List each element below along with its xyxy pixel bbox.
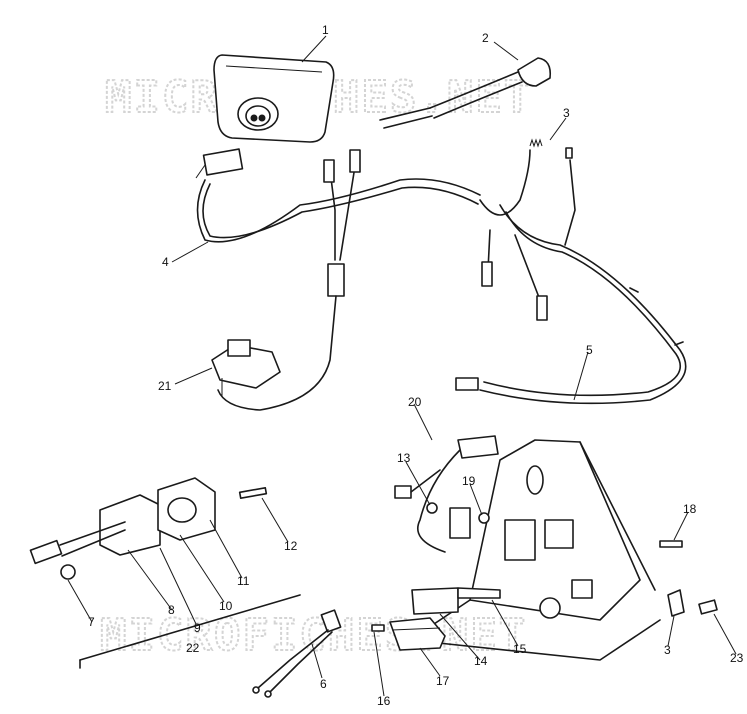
- wire-connector: [379, 57, 552, 129]
- handlebar-switch: [211, 339, 281, 396]
- callout-14: 14: [474, 654, 488, 668]
- terminal-pins: [529, 138, 573, 159]
- callout-12: 12: [284, 539, 298, 553]
- callout-2: 2: [482, 31, 489, 45]
- callout-20: 20: [408, 395, 422, 409]
- callout-1: 1: [322, 23, 329, 37]
- callout-4: 4: [162, 255, 169, 269]
- screw-18: [659, 540, 683, 548]
- light-and-plate-parts: [371, 587, 501, 651]
- callout-11: 11: [237, 574, 250, 588]
- watermark-bottom: MICROFICHES.NET: [100, 610, 527, 661]
- callout-22: 22: [186, 641, 200, 655]
- screw-12: [238, 486, 268, 500]
- callout-21: 21: [158, 379, 172, 393]
- headlight-housing: [213, 54, 335, 143]
- callout-17: 17: [436, 674, 450, 688]
- callout-7: 7: [88, 615, 95, 629]
- callout-3-top: 3: [563, 106, 570, 120]
- clip-3: [667, 589, 685, 617]
- callout-labels: 1 2 3 4 5 6 7 8 9 10 11 12 13 14 15 16 1…: [88, 23, 744, 708]
- callout-8: 8: [168, 603, 175, 617]
- pigtail-wire-6: [252, 609, 342, 698]
- callout-5: 5: [586, 343, 593, 357]
- callout-6: 6: [320, 677, 327, 691]
- callout-10: 10: [219, 599, 233, 613]
- mounting-bracket: [394, 435, 661, 661]
- callout-23: 23: [730, 651, 744, 665]
- callout-15: 15: [513, 642, 527, 656]
- main-wire-harness: [195, 148, 687, 411]
- leader-lines: [67, 35, 737, 697]
- callout-3-bottom: 3: [664, 643, 671, 657]
- callout-16: 16: [377, 694, 391, 708]
- nut-23: [698, 599, 718, 615]
- callout-13: 13: [397, 451, 411, 465]
- callout-19: 19: [462, 474, 476, 488]
- callout-18: 18: [683, 502, 697, 516]
- group-bracket-22: [79, 594, 301, 661]
- taillight-assembly: [29, 477, 216, 580]
- callout-9: 9: [194, 621, 201, 635]
